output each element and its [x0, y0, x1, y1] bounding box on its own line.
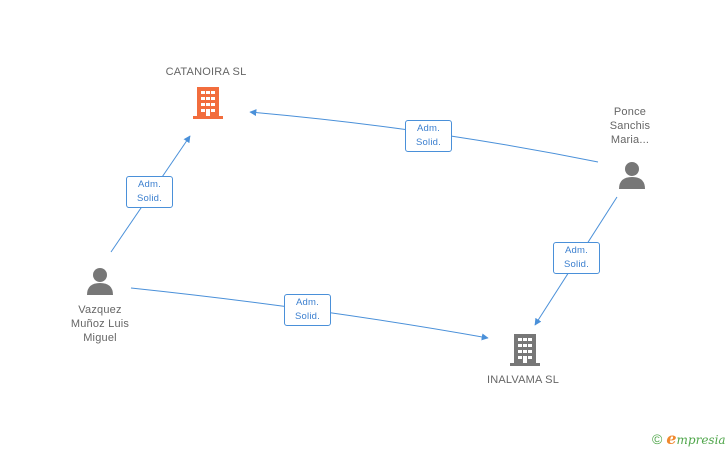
edge-label-line: Adm. — [565, 245, 588, 256]
company-label-inalvama[interactable]: INALVAMA SL — [486, 374, 560, 386]
edge-label-line: Adm. — [417, 123, 440, 134]
company-label-catanoira[interactable]: CATANOIRA SL — [165, 66, 247, 78]
brand-logo: empresia — [666, 429, 726, 448]
person-label-ponce[interactable]: Ponce Sanchis Maria... — [584, 105, 676, 147]
person-label-line: Sanchis — [609, 120, 651, 132]
edge-label-ponce-catanoira: Adm. Solid. — [405, 120, 452, 152]
edge-label-line: Adm. — [138, 179, 161, 190]
edge-label-line: Solid. — [295, 311, 320, 322]
edge-label-ponce-inalvama: Adm. Solid. — [553, 242, 600, 274]
building-icon[interactable] — [193, 87, 223, 119]
person-icon[interactable] — [87, 268, 113, 295]
brand-watermark[interactable]: © empresia — [652, 429, 726, 448]
edge-label-line: Solid. — [416, 137, 441, 148]
person-icon[interactable] — [619, 162, 645, 189]
edge-label-line: Adm. — [296, 297, 319, 308]
copyright-icon: © — [652, 431, 663, 447]
edge-label-line: Solid. — [564, 259, 589, 270]
person-label-vazquez[interactable]: Vazquez Muñoz Luis Miguel — [52, 303, 148, 345]
person-label-line: Maria... — [610, 134, 650, 146]
edge-label-line: Solid. — [137, 193, 162, 204]
person-label-line: Vazquez — [78, 304, 122, 316]
person-label-line: Miguel — [83, 332, 117, 344]
edge-label-vazquez-catanoira: Adm. Solid. — [126, 176, 173, 208]
edge-label-vazquez-inalvama: Adm. Solid. — [284, 294, 331, 326]
person-label-line: Muñoz Luis — [70, 318, 130, 330]
building-icon[interactable] — [510, 334, 540, 366]
person-label-line: Ponce — [613, 106, 647, 118]
